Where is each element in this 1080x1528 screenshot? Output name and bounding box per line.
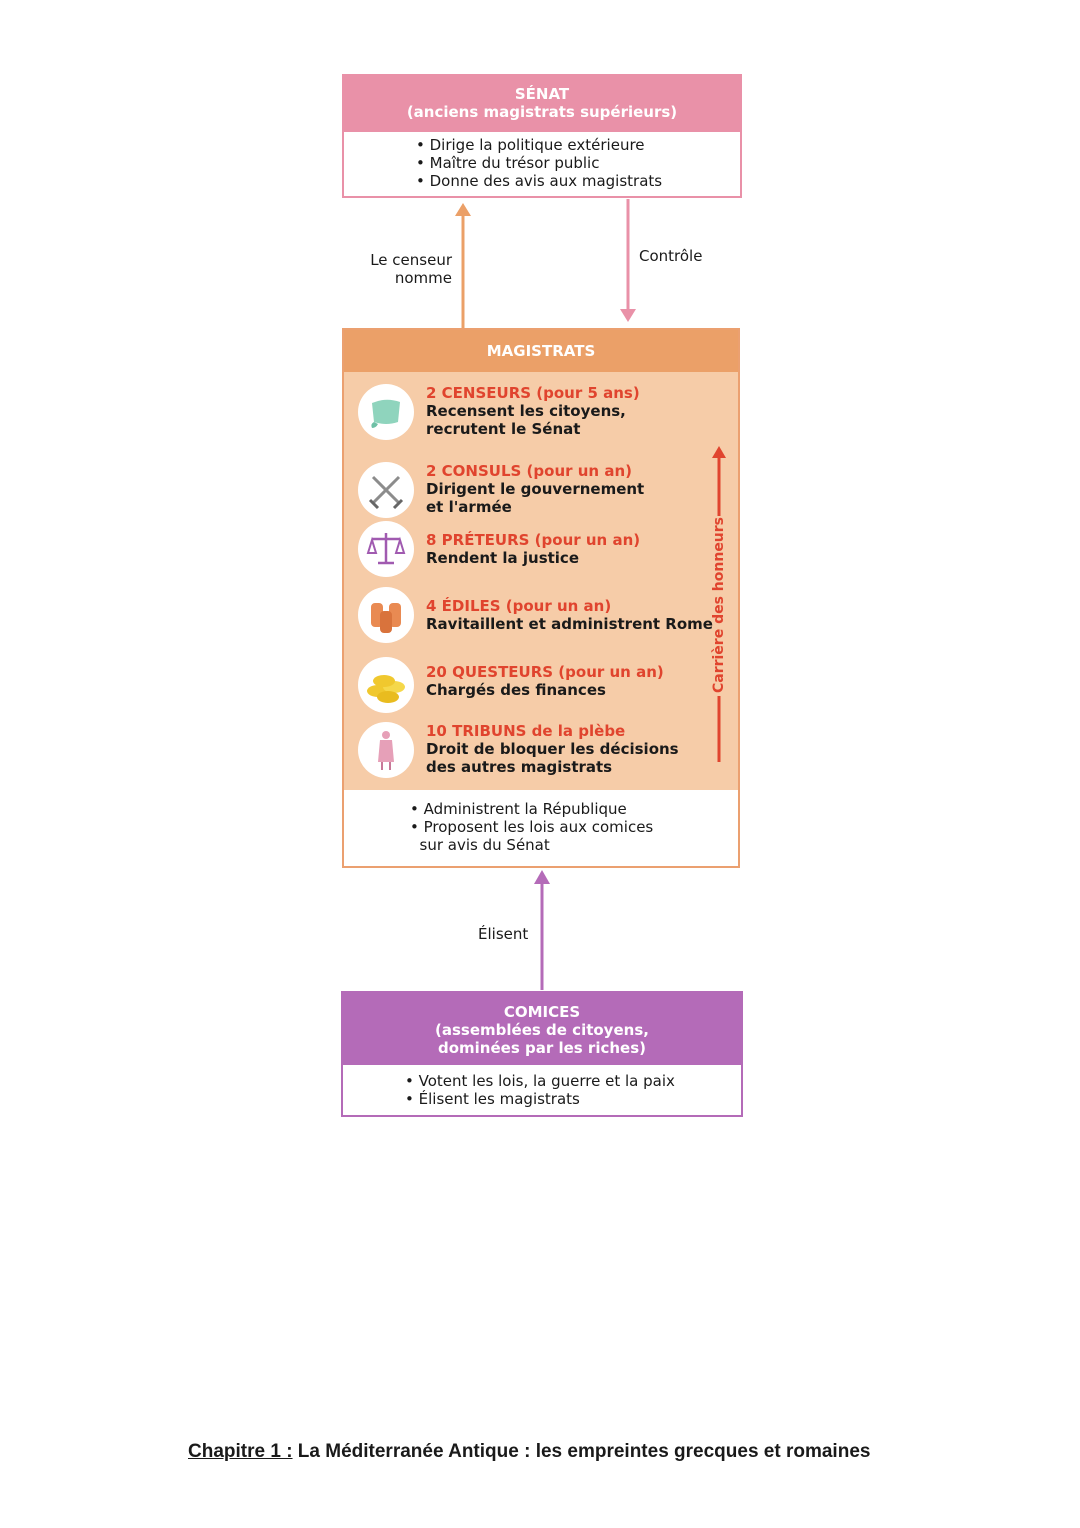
comices-item: Élisent les magistrats [405,1090,741,1108]
censeur-label-line2: nomme [394,269,452,287]
magistrate-desc: Dirigent le gouvernement [426,480,645,498]
magistrate-title: 10 TRIBUNS de la plèbe [426,722,626,740]
magistrats-item: Administrent la République [410,800,653,818]
comices-header: COMICES (assemblées de citoyens, dominée… [343,993,741,1065]
citizen-icon [358,722,414,778]
magistrate-row-consuls: 2 CONSULS (pour un an) Dirigent le gouve… [358,462,698,522]
magistrate-desc: et l'armée [426,498,512,516]
controle-arrow [620,199,636,322]
magistrate-desc: Recensent les citoyens, [426,402,626,420]
magistrate-row-tribuns: 10 TRIBUNS de la plèbe Droit de bloquer … [358,722,698,782]
magistrate-desc: Rendent la justice [426,549,579,567]
magistrats-title: MAGISTRATS [344,330,738,372]
magistrate-title: 2 CONSULS (pour un an) [426,462,632,480]
senat-title: SÉNAT [514,85,570,103]
scales-icon [358,521,414,577]
senat-box: SÉNAT (anciens magistrats supérieurs) Di… [342,74,742,198]
senat-header: SÉNAT (anciens magistrats supérieurs) [344,76,740,132]
senat-item: Maître du trésor public [416,154,740,172]
magistrate-title: 2 CENSEURS (pour 5 ans) [426,384,640,402]
career-label: Carrière des honneurs [711,516,727,694]
magistrats-item: Proposent les lois aux comices [410,818,654,836]
chapter-title: La Méditerranée Antique : les empreintes… [292,1441,871,1462]
chapter-footer: Chapitre 1 : La Méditerranée Antique : l… [188,1441,870,1463]
magistrate-desc: Droit de bloquer les décisions [426,740,679,758]
comices-box: COMICES (assemblées de citoyens, dominée… [341,991,743,1117]
nomme-arrow [455,203,471,328]
senat-item: Dirige la politique extérieure [416,136,740,154]
magistrate-title: 20 QUESTEURS (pour un an) [426,663,664,681]
magistrate-row-preteurs: 8 PRÉTEURS (pour un an) Rendent la justi… [358,521,698,581]
censeur-label-line1: Le censeur [370,251,452,269]
magistrate-text: 10 TRIBUNS de la plèbe Droit de bloquer … [426,722,679,776]
comices-subtitle: (assemblées de citoyens, [435,1021,649,1039]
magistrate-title: 8 PRÉTEURS (pour un an) [426,531,641,549]
crossed-swords-icon [358,462,414,518]
magistrate-row-questeurs: 20 QUESTEURS (pour un an) Chargés des fi… [358,657,698,717]
magistrate-text: 20 QUESTEURS (pour un an) Chargés des fi… [426,663,664,699]
comices-subtitle: dominées par les riches) [437,1039,646,1057]
magistrats-body: 2 CENSEURS (pour 5 ans) Recensent les ci… [344,372,738,790]
magistrate-title: 4 ÉDILES (pour un an) [426,597,612,615]
magistrate-text: 4 ÉDILES (pour un an) Ravitaillent et ad… [426,597,713,633]
magistrate-desc: Chargés des finances [426,681,606,699]
controle-label: Contrôle [639,247,703,265]
magistrate-desc: Ravitaillent et administrent Rome [426,615,713,633]
magistrate-row-censeurs: 2 CENSEURS (pour 5 ans) Recensent les ci… [358,384,698,444]
magistrate-row-ediles: 4 ÉDILES (pour un an) Ravitaillent et ad… [358,587,713,647]
elisent-label: Élisent [478,925,529,943]
coins-icon [358,657,414,713]
comices-item: Votent les lois, la guerre et la paix [405,1072,741,1090]
magistrate-text: 8 PRÉTEURS (pour un an) Rendent la justi… [426,531,640,567]
magistrats-list: Administrent la République Proposent les… [410,800,654,854]
comices-title: COMICES [503,1003,581,1021]
censeur-nomme-label: Le censeur nomme [365,251,452,287]
scroll-icon [358,384,414,440]
elisent-arrow [534,870,550,990]
magistrats-box: MAGISTRATS 2 CENSEURS (pour 5 ans) Recen… [342,328,740,868]
magistrate-desc: des autres magistrats [426,758,613,776]
magistrate-desc: recrutent le Sénat [426,420,581,438]
senat-list: Dirige la politique extérieure Maître du… [344,132,740,190]
amphora-icon [358,587,414,643]
career-arrow: Carrière des honneurs [704,444,734,766]
senat-item: Donne des avis aux magistrats [416,172,740,190]
comices-list: Votent les lois, la guerre et la paix Él… [343,1065,741,1108]
magistrate-text: 2 CENSEURS (pour 5 ans) Recensent les ci… [426,384,640,438]
magistrats-item: sur avis du Sénat [419,836,550,854]
chapter-label: Chapitre 1 : [188,1441,293,1462]
magistrate-text: 2 CONSULS (pour un an) Dirigent le gouve… [426,462,644,516]
senat-subtitle: (anciens magistrats supérieurs) [406,103,678,121]
